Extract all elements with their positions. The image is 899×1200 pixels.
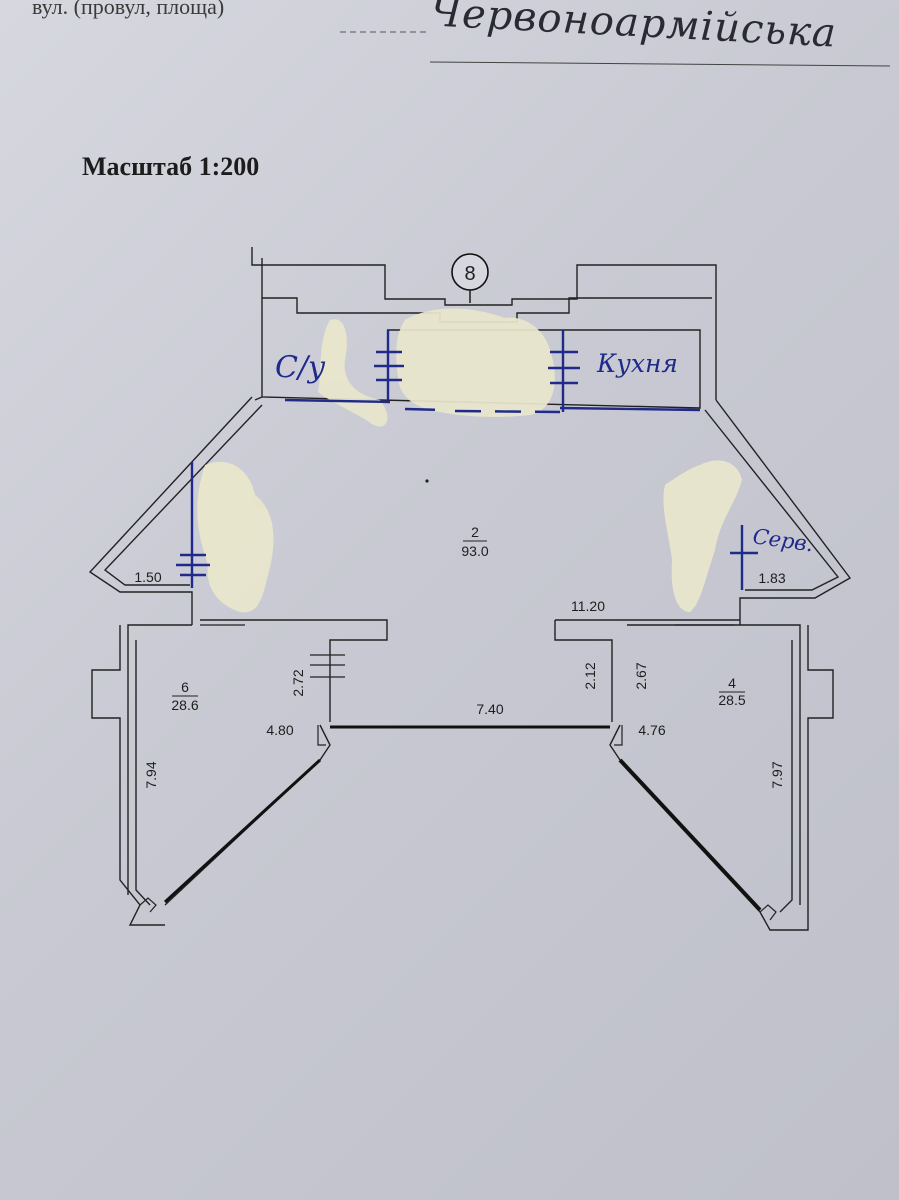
ink-dot bbox=[425, 479, 429, 483]
room-area: 28.5 bbox=[718, 692, 745, 708]
correction-fluid bbox=[197, 308, 742, 613]
dimension-label: 2.67 bbox=[633, 662, 649, 689]
corner-details bbox=[139, 624, 777, 921]
dimension-label: 11.20 bbox=[571, 598, 605, 614]
bathroom-label: С/у bbox=[275, 350, 326, 385]
dimension-label: 1.83 bbox=[758, 570, 785, 586]
wall-left-diagonal bbox=[163, 758, 322, 904]
service-label: Серв. bbox=[751, 524, 815, 556]
address-header: вул. (провул, площа) Червоноармійська bbox=[0, 0, 899, 80]
room-number: 2 bbox=[471, 524, 479, 540]
dimension-label: 2.72 bbox=[290, 669, 306, 696]
scale-label: Масштаб 1:200 bbox=[82, 152, 260, 181]
dimension-label: 7.94 bbox=[143, 761, 159, 788]
room-area: 93.0 bbox=[461, 543, 488, 559]
pen-walls bbox=[176, 330, 758, 590]
wall-right-diagonal bbox=[618, 758, 762, 912]
dimension-label: 4.76 bbox=[638, 722, 665, 738]
room-number: 4 bbox=[728, 675, 736, 691]
dimension-label: 2.12 bbox=[582, 662, 598, 689]
dimension-label: 4.80 bbox=[266, 722, 293, 738]
dimension-labels: 1.50 1.83 11.20 4.80 7.40 4.76 2.72 2.12… bbox=[134, 569, 785, 789]
street-type-label: вул. (провул, площа) bbox=[32, 0, 225, 19]
room-number: 6 bbox=[181, 679, 189, 695]
kitchen-label: Кухня bbox=[596, 349, 678, 378]
dimension-label: 7.40 bbox=[476, 701, 503, 717]
dimension-label: 7.97 bbox=[769, 761, 785, 788]
dimension-label: 1.50 bbox=[134, 569, 161, 585]
room-area: 28.6 bbox=[171, 697, 198, 713]
street-underline bbox=[429, 61, 891, 67]
section-marker-number: 8 bbox=[464, 263, 475, 285]
